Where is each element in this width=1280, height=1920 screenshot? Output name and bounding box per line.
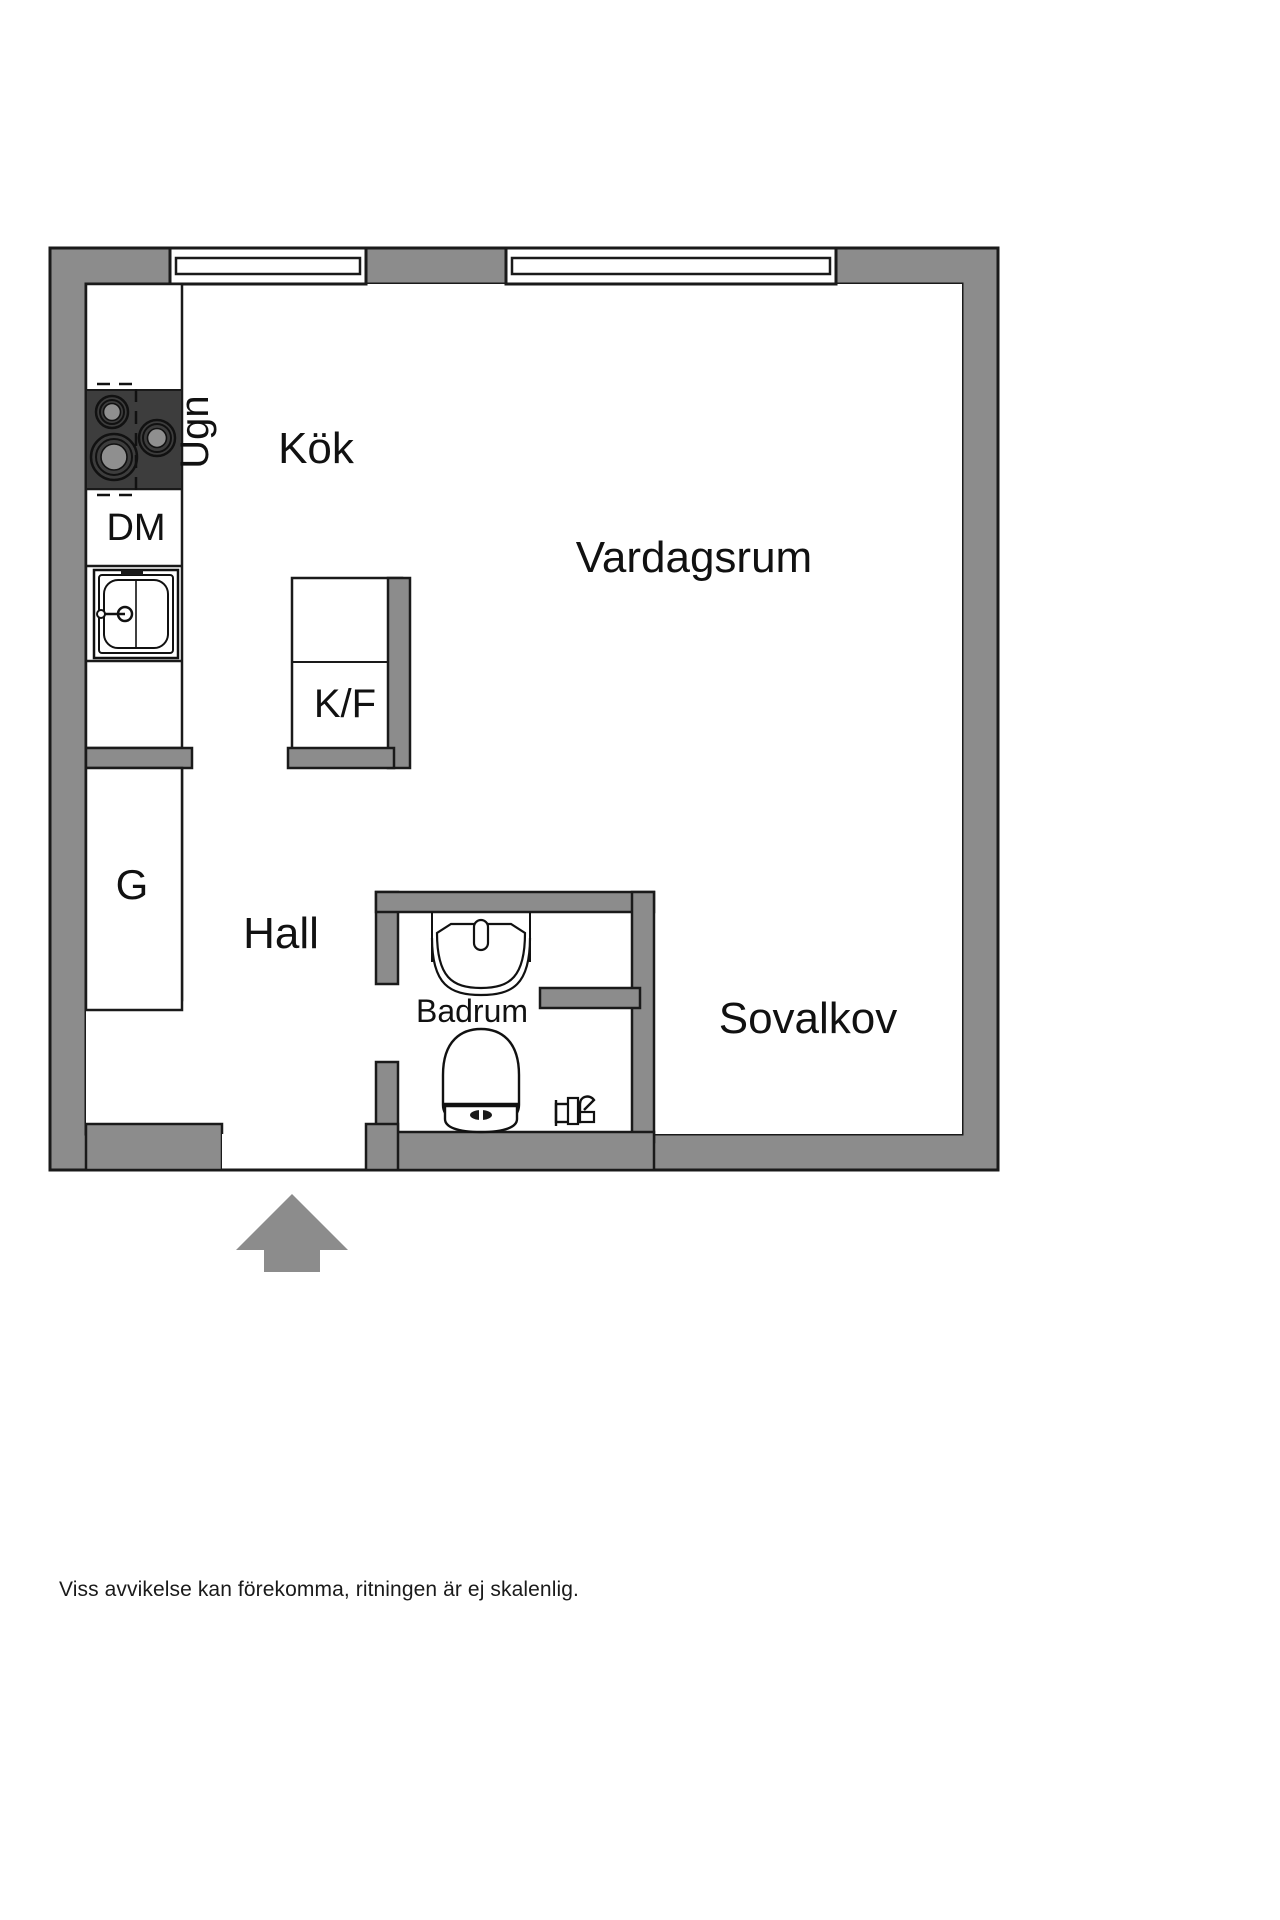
kitchen-sink-icon (92, 568, 180, 660)
fixture-label-ugn: Ugn (173, 395, 217, 468)
toilet-icon (441, 1027, 521, 1134)
wall-bathroom-top (374, 890, 656, 914)
wall-entry-right-stub (364, 1122, 400, 1172)
interior-floor (86, 284, 962, 1134)
stove-burners-icon (85, 382, 183, 497)
entrance-arrow-icon (236, 1194, 348, 1272)
room-label-kok: Kök (278, 424, 355, 473)
wall-bathroom-middle-stub (538, 986, 642, 1010)
window-icon-right (504, 246, 838, 286)
closet-g-outline (84, 766, 184, 1012)
room-label-badrum: Badrum (416, 993, 528, 1029)
fridge-freezer-unit (286, 576, 412, 770)
entry-door-gap (222, 1134, 366, 1170)
wall-fridge-bottom (286, 746, 396, 770)
wall-fridge-right (386, 576, 412, 770)
room-label-hall: Hall (243, 909, 319, 958)
wall-entry-left (84, 1122, 224, 1172)
plan-disclaimer-caption: Viss avvikelse kan förekomma, ritningen … (59, 1578, 579, 1601)
wall-bathroom-right (630, 890, 656, 1144)
wall-kitchen-hall-divider (84, 746, 194, 770)
fixture-label-dm: DM (106, 507, 165, 549)
washbasin-icon (430, 912, 532, 997)
fixture-label-kf: K/F (314, 682, 376, 726)
fixture-label-g: G (116, 861, 149, 908)
room-label-sovalkov: Sovalkov (719, 994, 898, 1043)
shower-mixer-icon (554, 1095, 596, 1126)
wall-bathroom-bottom (374, 1130, 656, 1172)
entry-walls (84, 1122, 400, 1172)
window-icon-left (168, 246, 368, 286)
room-label-vardagsrum: Vardagsrum (576, 533, 812, 582)
